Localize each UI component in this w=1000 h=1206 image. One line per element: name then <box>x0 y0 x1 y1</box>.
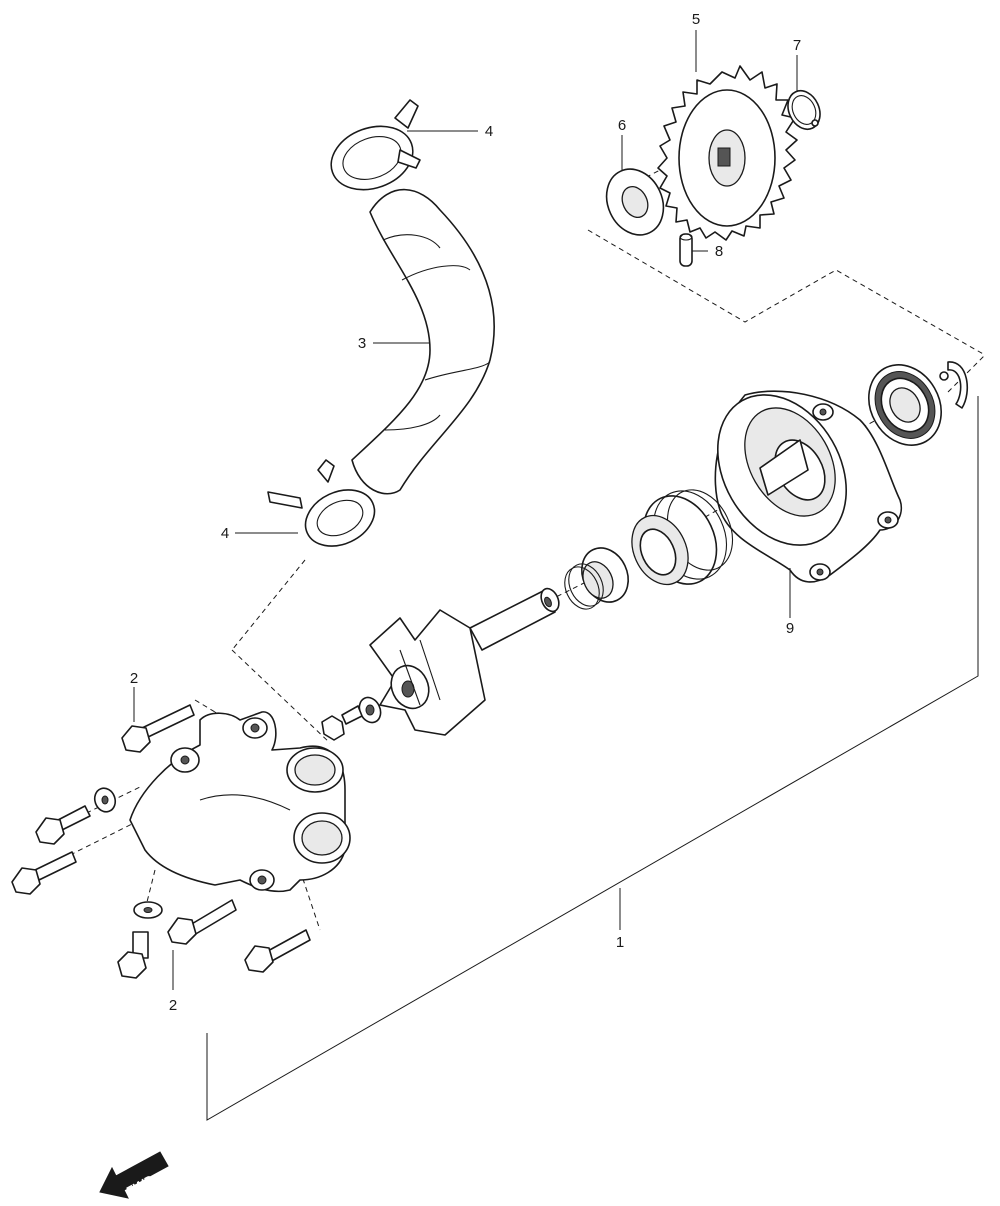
callout-7: 7 <box>793 37 801 54</box>
bolt-left-short <box>35 805 91 845</box>
callout-8: 8 <box>715 243 723 260</box>
dowel-pin-part-8 <box>679 233 693 267</box>
snap-ring <box>939 361 969 409</box>
assembly-bracket-1 <box>206 396 979 1121</box>
callout-5: 5 <box>692 11 700 28</box>
pump-cover <box>129 711 351 893</box>
coolant-hose-part-3 <box>351 188 495 495</box>
callout-2-bottom: 2 <box>169 997 177 1014</box>
callout-4-top: 4 <box>485 123 493 140</box>
impeller-bolt <box>321 705 363 741</box>
bolt-left-long <box>11 851 77 895</box>
bolt-bottom-middle <box>167 899 237 945</box>
bolt-bottom-right <box>244 929 311 973</box>
callout-2-top: 2 <box>130 670 138 687</box>
callout-6: 6 <box>618 117 626 134</box>
leader-lines <box>133 30 798 990</box>
thrust-washer-part-6 <box>605 168 665 236</box>
o-ring <box>564 563 604 610</box>
hose-clamp-part-4-mid <box>267 459 376 547</box>
bolt-top-left <box>121 704 195 753</box>
callout-labels: 5 7 6 8 4 3 4 9 1 2 2 <box>130 11 801 1014</box>
callout-3: 3 <box>358 335 366 352</box>
pump-housing-part-9 <box>714 390 902 583</box>
callout-4-mid: 4 <box>221 525 229 542</box>
fwd-direction-arrow: FWD <box>99 1151 169 1199</box>
gear-group-outline <box>587 229 986 356</box>
washer-bottom <box>133 901 163 919</box>
mechanical-seal <box>631 489 734 586</box>
callout-9: 9 <box>786 620 794 637</box>
ball-bearing <box>868 364 942 446</box>
bolt-bottom-short <box>117 931 149 979</box>
hose-clamp-part-4-top <box>330 99 421 191</box>
washer-left <box>93 787 117 813</box>
circlip-part-7 <box>787 89 821 131</box>
seal-ring <box>581 547 629 603</box>
callout-1: 1 <box>616 934 624 951</box>
impeller-shaft <box>469 587 560 651</box>
impeller <box>369 609 486 736</box>
drive-gear-part-5 <box>657 65 798 241</box>
